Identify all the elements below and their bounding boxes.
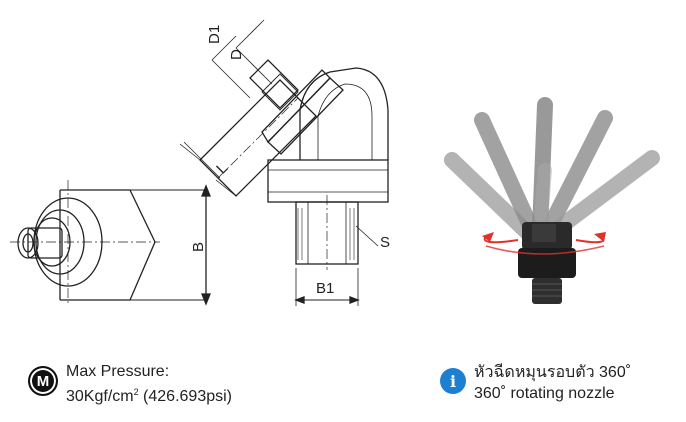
m-badge-icon: M (28, 366, 58, 396)
dim-label-d1: D1 (206, 24, 223, 44)
technical-drawing (10, 19, 660, 306)
spec-text: Max Pressure: 30Kgf/cm2 (426.693psi) (66, 362, 232, 407)
feature-thai: หัวฉีดหมุนรอบตัว 360˚ (474, 364, 632, 381)
dim-label-b: B (190, 241, 207, 252)
dim-label-b1: B1 (316, 280, 335, 297)
rotation-feature: i หัวฉีดหมุนรอบตัว 360˚ 360˚ rotating no… (440, 362, 631, 404)
dim-label-d: D (228, 49, 245, 60)
pressure-value: 30Kgf/cm2 (426.693psi) (66, 387, 232, 405)
side-view (179, 19, 389, 306)
feature-english: 360˚ rotating nozzle (474, 385, 615, 402)
pressure-label: Max Pressure: (66, 363, 170, 380)
end-view (10, 180, 211, 306)
info-icon: i (440, 368, 466, 394)
nozzle-photo (444, 97, 660, 304)
max-pressure-spec: M Max Pressure: 30Kgf/cm2 (426.693psi) (28, 362, 232, 407)
feature-text: หัวฉีดหมุนรอบตัว 360˚ 360˚ rotating nozz… (474, 362, 631, 404)
dim-label-s: S (380, 234, 391, 251)
